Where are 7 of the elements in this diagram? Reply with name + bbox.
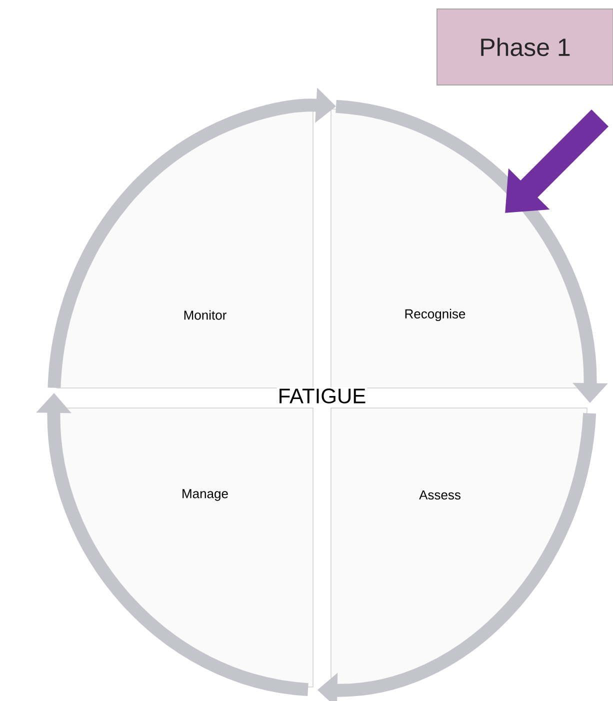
phase-button: Phase 1 [436,8,613,86]
block-arrow [505,110,608,213]
quadrant-panel: Recognise [330,108,588,388]
quadrant-panel: Manage [56,408,314,688]
quadrant-panel: Monitor [56,108,314,388]
center-label: FATIGUE [276,388,368,404]
quadrant-panel: Assess [330,408,588,688]
